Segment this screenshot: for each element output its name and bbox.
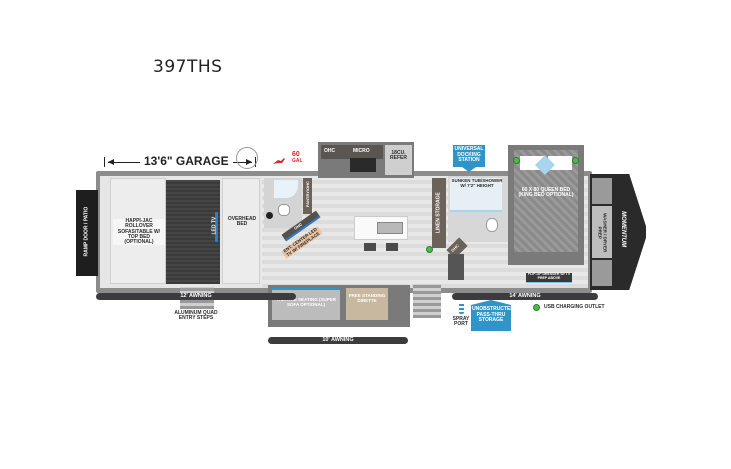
dimension-tick-left	[104, 157, 105, 167]
washer-dryer: WASHER / DRYER PREP	[592, 206, 612, 258]
overhead-bed: OVERHEAD BED	[222, 178, 260, 284]
pillow-right	[548, 156, 572, 170]
refrigerator: 18CU. REFER	[385, 145, 412, 175]
usb-outlet-bed-left	[513, 157, 520, 164]
usb-outlet-living	[426, 246, 433, 253]
fuel-unit: GAL	[292, 158, 303, 164]
garage-led-tv-label: LED TV	[211, 216, 218, 235]
queen-bed: 60 x 80 QUEEN BED (KING BED OPTIONAL)	[514, 150, 578, 252]
passthru-arrow-icon	[471, 300, 511, 305]
free-standing-dinette: FREE STANDING DINETTE	[346, 288, 388, 320]
microwave	[350, 158, 376, 172]
model-title: 397THS	[153, 57, 223, 77]
bath-ohc-label: OHC	[449, 243, 460, 253]
dresser-label: FLIP-UP DRESSER w/ TV PREP ABOVE	[527, 272, 571, 280]
kitchen-island	[354, 216, 408, 240]
brand-logo: MOMENTUM	[620, 211, 627, 248]
ramp-door: RAMP DOOR / PATIO	[76, 190, 98, 276]
closet-bottom	[592, 260, 612, 286]
sink-icon	[266, 212, 273, 219]
slide-awning: 10' AWNING	[268, 337, 408, 344]
ramp-door-label: RAMP DOOR / PATIO	[83, 206, 90, 257]
rear-awning: 12' AWNING	[96, 293, 296, 300]
kitchen-sink-icon	[377, 222, 403, 234]
spray-port-icon	[459, 302, 464, 314]
dinette-label: FREE STANDING DINETTE	[348, 293, 386, 303]
bedroom-door	[448, 254, 464, 280]
front-awning: 14' AWNING	[452, 293, 598, 300]
kitchen-ohc-label: OHC	[324, 148, 336, 154]
fuel-amount: 60	[292, 151, 300, 158]
stool-1	[364, 243, 376, 251]
usb-legend-label: USB CHARGING OUTLET	[544, 304, 605, 310]
docking-station-callout: UNIVERSAL DOCKING STATION	[453, 145, 485, 167]
garage-rubber-floor	[166, 180, 220, 284]
flip-up-dresser: FLIP-UP DRESSER w/ TV PREP ABOVE	[526, 272, 572, 283]
master-bath: SUNKEN TUB/SHOWER w/ 7'2" HEIGHT	[448, 176, 508, 242]
refer-label: 18CU. REFER	[390, 150, 407, 162]
entry-steps-main[interactable]	[413, 284, 441, 318]
half-bath	[264, 178, 302, 228]
closet-top	[592, 178, 612, 204]
sunken-tub	[450, 178, 502, 212]
door-swing-icon	[236, 147, 258, 169]
ent-ohc-label: OHC	[292, 221, 304, 231]
usb-legend-dot	[533, 304, 540, 311]
usb-outlet-bed-right	[572, 157, 579, 164]
micro-label: MICRO	[353, 148, 370, 154]
theatre-label: THEATRE SEATING (SUPER SOFA OPTIONAL)	[275, 297, 337, 307]
docking-arrow-icon	[462, 167, 476, 172]
bath-toilet-icon	[486, 218, 498, 232]
bed-label: 60 x 80 QUEEN BED (KING BED OPTIONAL)	[518, 187, 574, 199]
garage-dimension-label: 13'6" GARAGE	[140, 154, 233, 168]
tub-label: SUNKEN TUB/SHOWER w/ 7'2" HEIGHT	[451, 178, 503, 188]
garage-led-tv	[215, 212, 218, 242]
washer-label: WASHER / DRYER PREP	[598, 213, 608, 253]
passthru-storage-callout: UNOBSTRUCTED PASS-THRU STORAGE	[471, 305, 514, 331]
shower-icon	[274, 180, 298, 198]
pantry-label: PANTRY/OHC	[304, 181, 310, 208]
spray-port-callout: SPRAY PORT	[452, 316, 470, 328]
linen-storage-label: LINEN STORAGE	[435, 192, 442, 234]
linen-storage: LINEN STORAGE	[432, 178, 446, 248]
arrow-left-icon	[108, 159, 114, 165]
sofas-label: HAPPI-JAC ROLLOVER SOFAS/TABLE w/ TOP BE…	[113, 218, 165, 246]
stool-2	[386, 243, 398, 251]
toilet-icon	[278, 204, 290, 216]
quad-steps-callout: ALUMINUM QUAD ENTRY STEPS	[174, 310, 218, 322]
kitchen-ohc: OHC MICRO	[321, 145, 383, 159]
happi-jac-sofas: HAPPI-JAC ROLLOVER SOFAS/TABLE w/ TOP BE…	[110, 178, 166, 284]
garage-dimension: 13'6" GARAGE	[104, 153, 256, 169]
fuel-pump-icon	[272, 154, 286, 164]
pantry: PANTRY/OHC	[303, 178, 312, 214]
overhead-bed-label: OVERHEAD BED	[227, 216, 257, 228]
